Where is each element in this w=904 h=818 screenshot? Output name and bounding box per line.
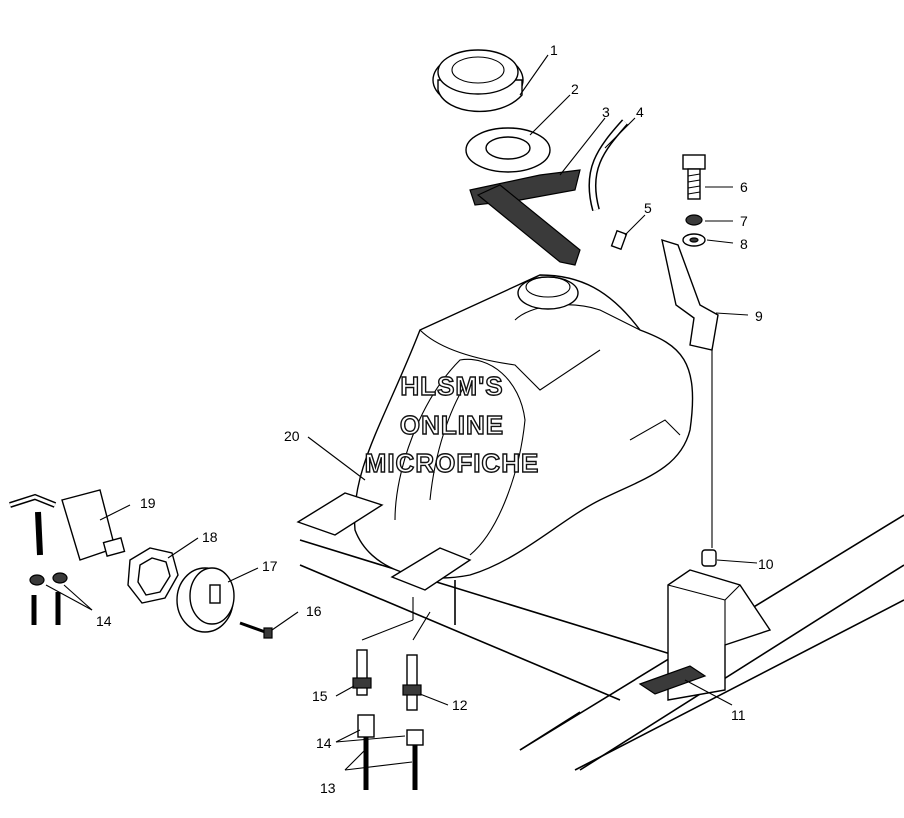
callout-4: 4 xyxy=(636,104,644,120)
part-12-fitting xyxy=(402,654,422,711)
callout-labels: 1 2 3 4 5 6 7 8 9 10 11 12 13 14 14 15 1… xyxy=(96,42,774,796)
part-11-plate xyxy=(638,665,707,695)
callout-19: 19 xyxy=(140,495,156,511)
callout-20: 20 xyxy=(284,428,300,444)
callout-1: 1 xyxy=(550,42,558,58)
part-15-fitting xyxy=(352,649,372,696)
part-16-screw xyxy=(239,621,273,639)
left-fuel-lines xyxy=(29,572,68,625)
callout-8: 8 xyxy=(740,236,748,252)
watermark-line-3: MICROFICHE xyxy=(365,448,540,478)
part-2-gasket xyxy=(465,127,551,173)
part-6-bolt xyxy=(682,154,706,200)
callout-5: 5 xyxy=(644,200,652,216)
callout-7: 7 xyxy=(740,213,748,229)
part-5-vent-fitting xyxy=(610,229,628,251)
callout-16: 16 xyxy=(306,603,322,619)
callout-11: 11 xyxy=(731,707,746,723)
part-19-fuel-filter xyxy=(9,489,126,561)
callout-12: 12 xyxy=(452,697,468,713)
part-4-vent-hose xyxy=(588,119,628,212)
callout-15: 15 xyxy=(312,688,328,704)
part-20-pads xyxy=(296,492,472,591)
watermark: HLSM'S ONLINE MICROFICHE xyxy=(364,370,540,478)
part-8-washer xyxy=(682,233,706,247)
callout-3: 3 xyxy=(602,104,610,120)
callout-13: 13 xyxy=(320,780,336,796)
callout-6: 6 xyxy=(740,179,748,195)
callout-10: 10 xyxy=(758,556,774,572)
part-18-gasket xyxy=(127,547,179,604)
frame-mount-bracket xyxy=(667,569,772,701)
part-3-foam-pad xyxy=(469,169,581,266)
callout-2: 2 xyxy=(571,81,579,97)
part-9-bracket xyxy=(661,238,719,351)
callout-18: 18 xyxy=(202,529,218,545)
part-10-grommet xyxy=(701,549,717,567)
callout-17: 17 xyxy=(262,558,278,574)
part-17-fuel-valve xyxy=(176,567,235,633)
part-1-fuel-cap xyxy=(432,49,524,113)
leader-lines xyxy=(45,54,758,771)
watermark-line-1: HLSM'S xyxy=(400,371,503,401)
callout-14-bottom: 14 xyxy=(316,735,332,751)
bottom-fuel-lines xyxy=(357,714,424,790)
callout-14-left: 14 xyxy=(96,613,112,629)
watermark-line-2: ONLINE xyxy=(400,410,504,440)
part-7-lock-washer xyxy=(685,214,703,226)
callout-9: 9 xyxy=(755,308,763,324)
fuel-tank xyxy=(353,274,694,579)
